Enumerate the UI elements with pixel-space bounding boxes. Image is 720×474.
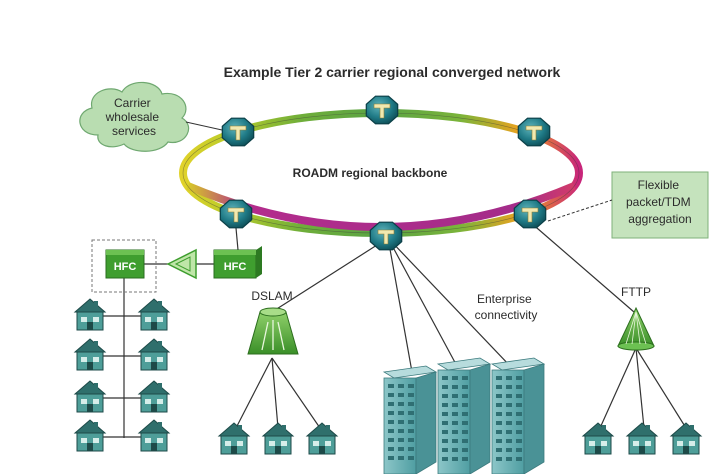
backbone-label: ROADM regional backbone — [293, 166, 448, 180]
roadm-node-icon — [365, 95, 399, 125]
office-buildings — [382, 357, 546, 474]
roadm-node-icon — [221, 117, 255, 147]
house-icon — [73, 380, 107, 413]
house-icon — [137, 419, 171, 452]
dslam-label: DSLAM — [251, 289, 292, 303]
house-icon — [137, 380, 171, 413]
house-icon — [137, 338, 171, 371]
enterprise-label: Enterprise connectivity — [475, 292, 538, 322]
hfc-node-icon — [213, 246, 262, 279]
cloud-icon — [79, 81, 190, 152]
roadm-nodes — [219, 95, 551, 251]
roadm-node-icon — [369, 221, 403, 251]
amplifier-icon — [166, 248, 197, 280]
office-building-icon — [382, 365, 438, 474]
connection-lines — [98, 221, 687, 438]
house-icon — [73, 419, 107, 452]
house-icon — [73, 338, 107, 371]
hfc-label-1: HFC — [114, 261, 137, 273]
office-building-icon — [490, 357, 546, 474]
diagram-title: Example Tier 2 carrier regional converge… — [224, 64, 561, 80]
dslam-icon — [247, 307, 299, 355]
roadm-node-icon — [513, 199, 547, 229]
house-icon — [217, 422, 251, 455]
hfc-group-outline — [91, 239, 157, 293]
fttp-label: FTTP — [621, 285, 651, 299]
aggregation-box — [611, 171, 709, 239]
hfc-label-2: HFC — [224, 261, 247, 273]
house-icon — [581, 422, 615, 455]
house-icon — [669, 422, 703, 455]
aggregation-leader — [547, 199, 613, 222]
cloud-label: Carrier wholesale services — [105, 96, 163, 138]
aggregation-label: Flexible packet/TDM aggregation — [626, 178, 694, 226]
fttp-splitter-icon — [617, 306, 655, 351]
cloud-link — [185, 121, 223, 131]
hfc-node-icon — [105, 249, 145, 279]
house-icon — [625, 422, 659, 455]
roadm-node-icon — [219, 199, 253, 229]
houses — [73, 298, 703, 455]
house-icon — [305, 422, 339, 455]
house-icon — [137, 298, 171, 331]
roadm-node-icon — [517, 117, 551, 147]
house-icon — [73, 298, 107, 331]
office-building-icon — [436, 357, 492, 474]
house-icon — [261, 422, 295, 455]
